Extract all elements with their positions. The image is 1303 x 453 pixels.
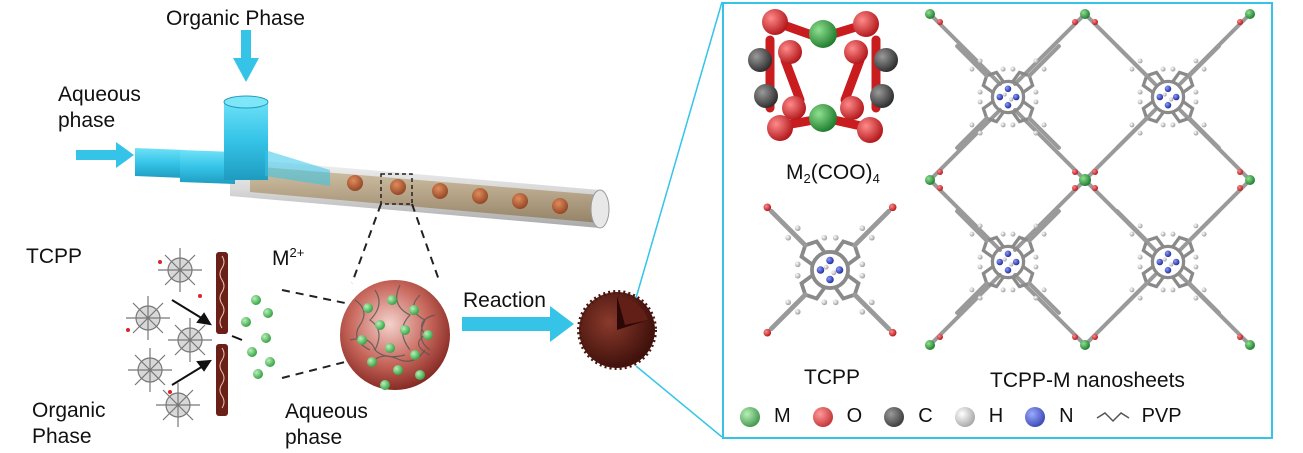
tcpp-structure-label: TCPP <box>804 366 861 389</box>
metal-ion-label: M2+ <box>272 245 305 270</box>
aqueous-phase-bottom-label: Aqueous phase <box>285 400 368 450</box>
green-sphere-icon <box>740 406 760 427</box>
process-diagram <box>76 1 722 438</box>
aqueous-phase-label: Aqueous phase <box>58 83 141 133</box>
legend-item-pvp: PVP <box>1096 405 1182 428</box>
tcpp-label: TCPP <box>26 245 83 268</box>
interface-membrane <box>216 252 228 416</box>
tcpp-molecules <box>126 248 212 427</box>
organic-phase-label: Organic Phase <box>166 7 305 30</box>
organic-phase-arrow <box>233 30 259 82</box>
aqueous-phase-arrow <box>76 142 134 168</box>
element-legend: M O C H N PVP <box>740 405 1182 428</box>
metal-ions <box>241 295 275 379</box>
nanosheets-label: TCPP-M nanosheets <box>990 369 1185 392</box>
droplet-close-up <box>340 280 450 390</box>
product-microsphere <box>577 290 657 370</box>
legend-item-h: H <box>954 405 1003 428</box>
cyan-inlet-connector <box>135 95 330 186</box>
red-sphere-icon <box>812 406 833 427</box>
legend-item-c: C <box>884 405 933 428</box>
diffusion-arrows <box>171 299 243 386</box>
dark-sphere-icon <box>884 406 905 427</box>
zoom-box <box>380 173 413 205</box>
paddlewheel-formula: M2(COO)4 <box>786 161 880 186</box>
legend-item-m: M <box>740 405 791 428</box>
reaction-arrow <box>462 306 574 342</box>
legend-item-o: O <box>812 405 862 428</box>
legend-item-n: N <box>1025 405 1074 428</box>
grey-sphere-icon <box>954 406 975 427</box>
blue-sphere-icon <box>1025 406 1046 427</box>
reaction-label: Reaction <box>463 289 546 312</box>
organic-phase-bottom-label: Organic Phase <box>32 399 106 449</box>
droplets-in-tube <box>347 175 568 214</box>
wavy-line-icon <box>1096 411 1129 422</box>
